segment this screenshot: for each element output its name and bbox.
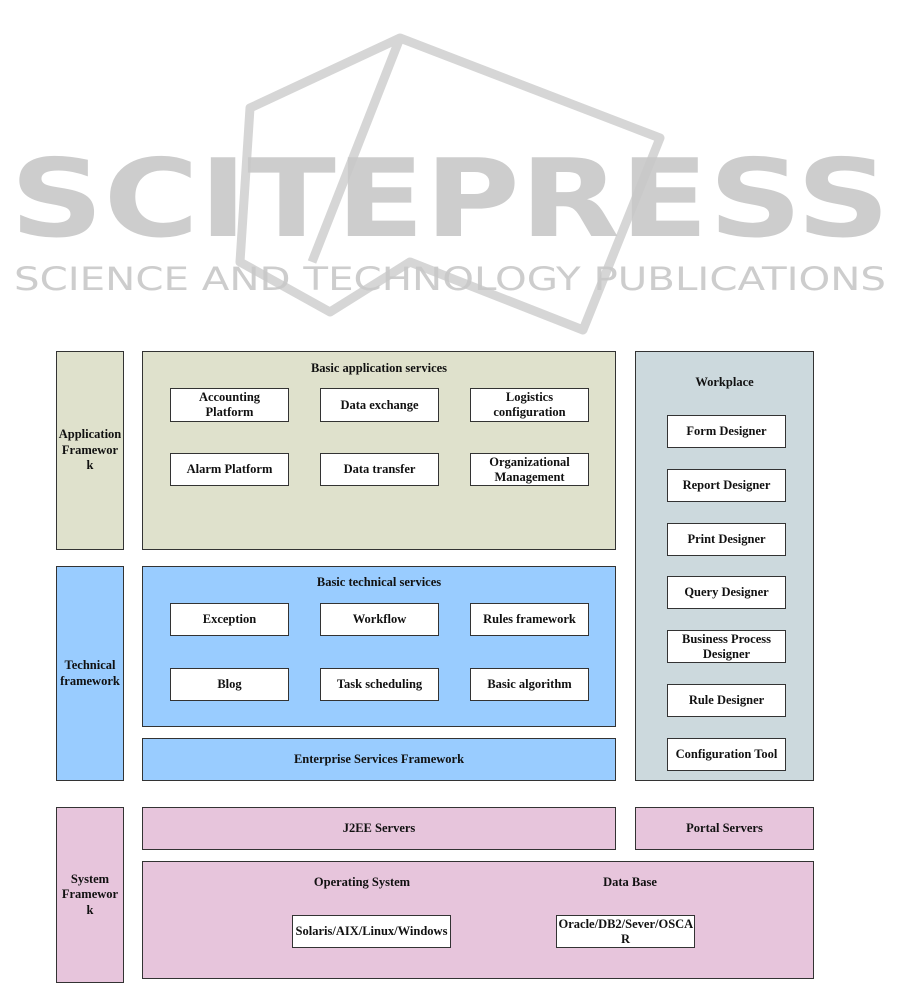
application-framework-label: Application Framewor k xyxy=(58,427,122,473)
enterprise-services-framework xyxy=(142,738,616,781)
basic-technical-services-title: Basic technical services xyxy=(316,575,442,590)
service-box: Data exchange xyxy=(320,388,439,422)
portal-servers-box xyxy=(635,807,814,850)
platform-panel xyxy=(142,861,814,979)
service-box: Rules framework xyxy=(470,603,589,636)
system-framework-label: System Framewor k xyxy=(61,871,119,917)
watermark-tagline: SCIENCE AND TECHNOLOGY PUBLICATIONS xyxy=(14,260,886,298)
service-box: Exception xyxy=(170,603,289,636)
service-box: Accounting Platform xyxy=(170,388,289,422)
enterprise-services-framework-label: Enterprise Services Framework xyxy=(293,751,465,766)
technical-framework-layer xyxy=(56,566,124,781)
basic-application-services-title: Basic application services xyxy=(310,361,448,376)
system-framework-layer xyxy=(56,807,124,983)
workplace-tool: Print Designer xyxy=(667,523,786,556)
service-box: Task scheduling xyxy=(320,668,439,701)
portal-servers-label: Portal Servers xyxy=(686,820,763,835)
service-box: Basic algorithm xyxy=(470,668,589,701)
service-box: Logistics configuration xyxy=(470,388,589,422)
service-box: Workflow xyxy=(320,603,439,636)
service-box: Data transfer xyxy=(320,453,439,486)
operating-system-value: Solaris/AIX/Linux/Windows xyxy=(292,915,451,948)
service-box: Alarm Platform xyxy=(170,453,289,486)
scitepress-watermark-logo: SCITEPRESS SCIENCE AND TECHNOLOGY PUBLIC… xyxy=(10,33,890,335)
operating-system-title: Operating System xyxy=(313,875,411,890)
workplace-title: Workplace xyxy=(695,375,754,390)
workplace-tool: Query Designer xyxy=(667,576,786,609)
database-title: Data Base xyxy=(603,875,657,890)
workplace-tool: Report Designer xyxy=(667,469,786,502)
workplace-tool: Business Process Designer xyxy=(667,630,786,663)
application-framework-layer xyxy=(56,351,124,550)
database-value: Oracle/DB2/Sever/OSCA R xyxy=(556,915,695,948)
technical-framework-label: Technical framework xyxy=(60,657,120,688)
j2ee-servers-box xyxy=(142,807,616,850)
workplace-tool: Form Designer xyxy=(667,415,786,448)
basic-application-services-panel xyxy=(142,351,616,550)
service-box: Organizational Management xyxy=(470,453,589,486)
service-box: Blog xyxy=(170,668,289,701)
workplace-tool: Rule Designer xyxy=(667,684,786,717)
workplace-tool: Configuration Tool xyxy=(667,738,786,771)
watermark-brand: SCITEPRESS xyxy=(10,137,890,262)
j2ee-servers-label: J2EE Servers xyxy=(342,820,416,835)
